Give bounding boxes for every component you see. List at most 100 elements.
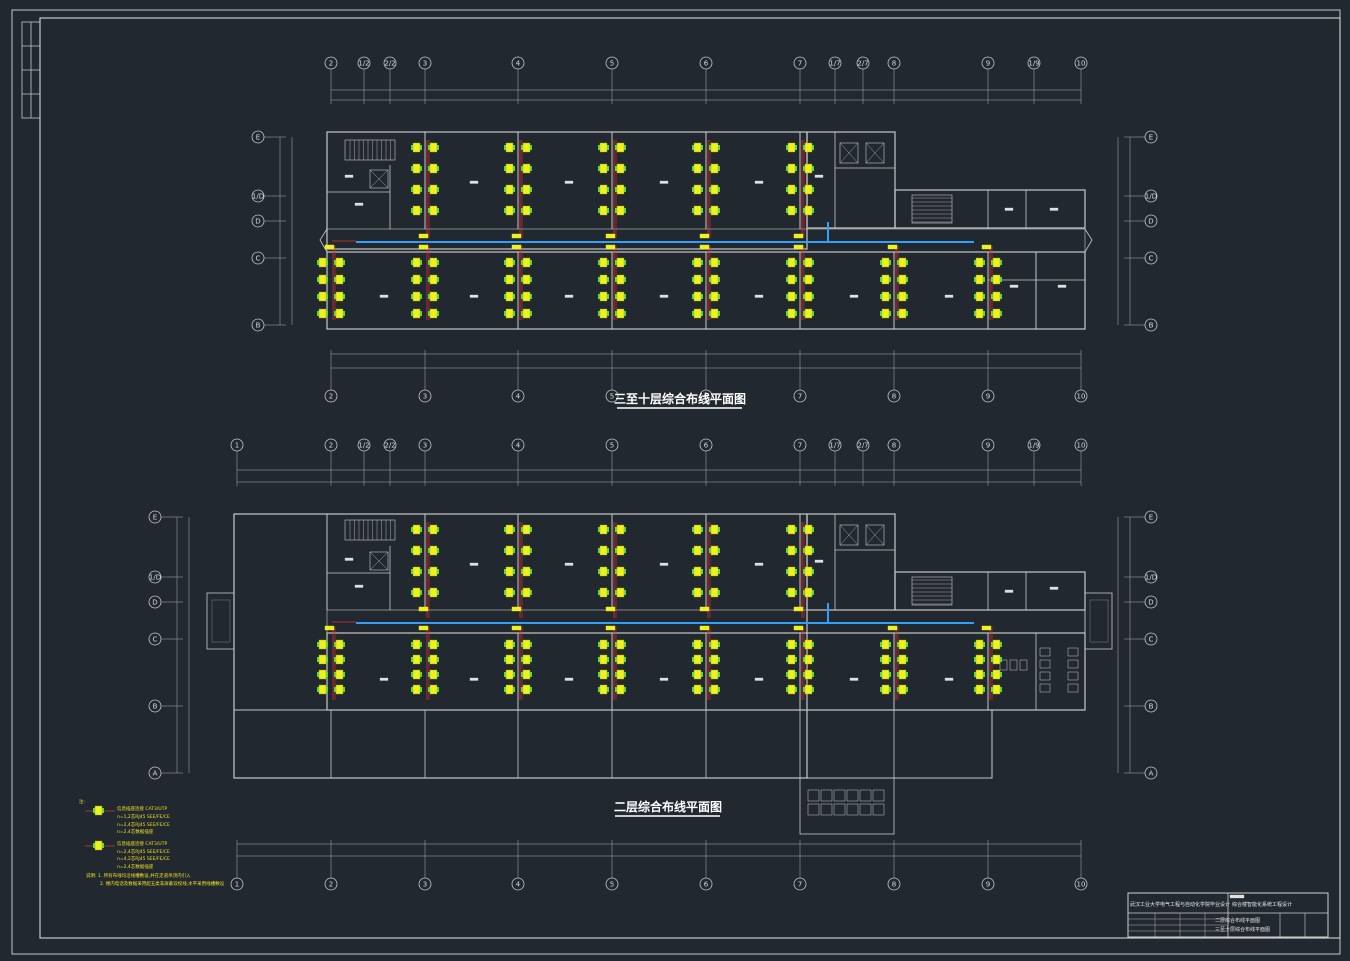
outlet-icon — [504, 545, 515, 556]
outlet-tab — [513, 208, 515, 213]
axis-label: E — [1149, 514, 1153, 522]
outlet-icon — [317, 291, 328, 302]
legend-line: n=2,4芯数据插座 — [117, 863, 154, 870]
top-axis-bubble: 9 — [981, 438, 995, 452]
outlet-tab — [803, 590, 805, 595]
outlet-tab — [411, 208, 413, 213]
outlet-body — [992, 257, 1001, 268]
outlet-tab — [906, 642, 908, 647]
outlet-tab — [513, 657, 515, 662]
top-axis-bubble: 7 — [793, 56, 807, 70]
outlet-body — [522, 205, 531, 216]
bottom-axis-bubble: 2 — [324, 877, 338, 891]
outlet-tab — [615, 311, 617, 316]
outlet-icon — [598, 639, 609, 650]
elevator-shaft — [865, 142, 885, 164]
room-tag — [564, 180, 574, 184]
room-tag — [469, 180, 479, 184]
outlet-body — [522, 524, 531, 535]
elevator-cross — [865, 142, 885, 164]
outlet-icon — [598, 684, 609, 695]
outlet-icon — [411, 257, 422, 268]
top-axis-bubble: 4 — [511, 438, 525, 452]
outlet-tab — [411, 277, 413, 282]
bottom-axis-bubble: 4 — [511, 389, 525, 403]
outlet-tab — [906, 672, 908, 677]
outlet-tab — [521, 548, 523, 553]
outlet-tab — [513, 145, 515, 150]
outlet-icon — [692, 163, 703, 174]
outlet-body — [787, 257, 796, 268]
outlet-body — [412, 163, 421, 174]
outlet-icon — [803, 587, 814, 598]
outlet-tab — [983, 687, 985, 692]
outlet-tab — [718, 260, 720, 265]
outlet-tab — [1000, 672, 1002, 677]
bottom-axis-bubble: 4 — [511, 877, 525, 891]
outlet-body — [412, 654, 421, 665]
outlet-tab — [343, 642, 345, 647]
axis-label: 5 — [610, 60, 614, 68]
outlet-icon — [786, 566, 797, 577]
outlet-tab — [530, 569, 532, 574]
outlet-body — [335, 257, 344, 268]
outlet-body — [804, 566, 813, 577]
outlet-icon — [504, 587, 515, 598]
right-axis-bubble: E — [1144, 130, 1158, 144]
outlet-tab — [504, 260, 506, 265]
outlet-tab — [513, 672, 515, 677]
outlet-body — [616, 524, 625, 535]
outlet-body — [318, 639, 327, 650]
outlet-tab — [93, 843, 95, 848]
outlet-tab — [701, 208, 703, 213]
toilet-fixture — [1009, 659, 1018, 671]
outlet-tab — [598, 294, 600, 299]
outlet-tab — [786, 548, 788, 553]
outlet-tab — [513, 527, 515, 532]
outlet-tab — [624, 311, 626, 316]
outlet-tab — [795, 672, 797, 677]
outlet-icon — [615, 163, 626, 174]
outlet-icon — [709, 639, 720, 650]
outlet-tab — [607, 208, 609, 213]
outlet-icon — [786, 205, 797, 216]
outlet-icon — [880, 257, 891, 268]
outlet-icon — [803, 545, 814, 556]
outlet-tab — [803, 311, 805, 316]
axis-label: A — [153, 770, 158, 778]
axis-label: C — [153, 636, 158, 644]
outlet-body — [804, 669, 813, 680]
outlet-tab — [1000, 260, 1002, 265]
outlet-tab — [701, 569, 703, 574]
outlet-tab — [803, 166, 805, 171]
outlet-tab — [803, 187, 805, 192]
outlet-tab — [803, 260, 805, 265]
outlet-body — [505, 545, 514, 556]
outlet-icon — [334, 291, 345, 302]
stair-block — [911, 576, 953, 606]
room-tag — [1004, 589, 1014, 593]
outlet-icon — [615, 684, 626, 695]
outlet-tab — [437, 687, 439, 692]
outlet-tab — [615, 187, 617, 192]
outlet-tab — [803, 548, 805, 553]
outlet-tab — [615, 166, 617, 171]
outlet-tab — [504, 687, 506, 692]
left-axis-bubble: 1/D — [148, 570, 162, 584]
outlet-tab — [692, 687, 694, 692]
outlet-tab — [607, 145, 609, 150]
bottom-axis-bubble: 7 — [793, 877, 807, 891]
outlet-tab — [411, 590, 413, 595]
legend-line: 注: — [79, 798, 85, 805]
outlet-body — [412, 669, 421, 680]
outlet-body — [787, 274, 796, 285]
outlet-icon — [991, 274, 1002, 285]
outlet-icon — [598, 654, 609, 665]
outlet-tab — [615, 294, 617, 299]
outlet-tab — [411, 260, 413, 265]
outlet-tab — [692, 590, 694, 595]
outlet-tab — [521, 208, 523, 213]
outlet-tab — [897, 294, 899, 299]
outlet-body — [881, 274, 890, 285]
